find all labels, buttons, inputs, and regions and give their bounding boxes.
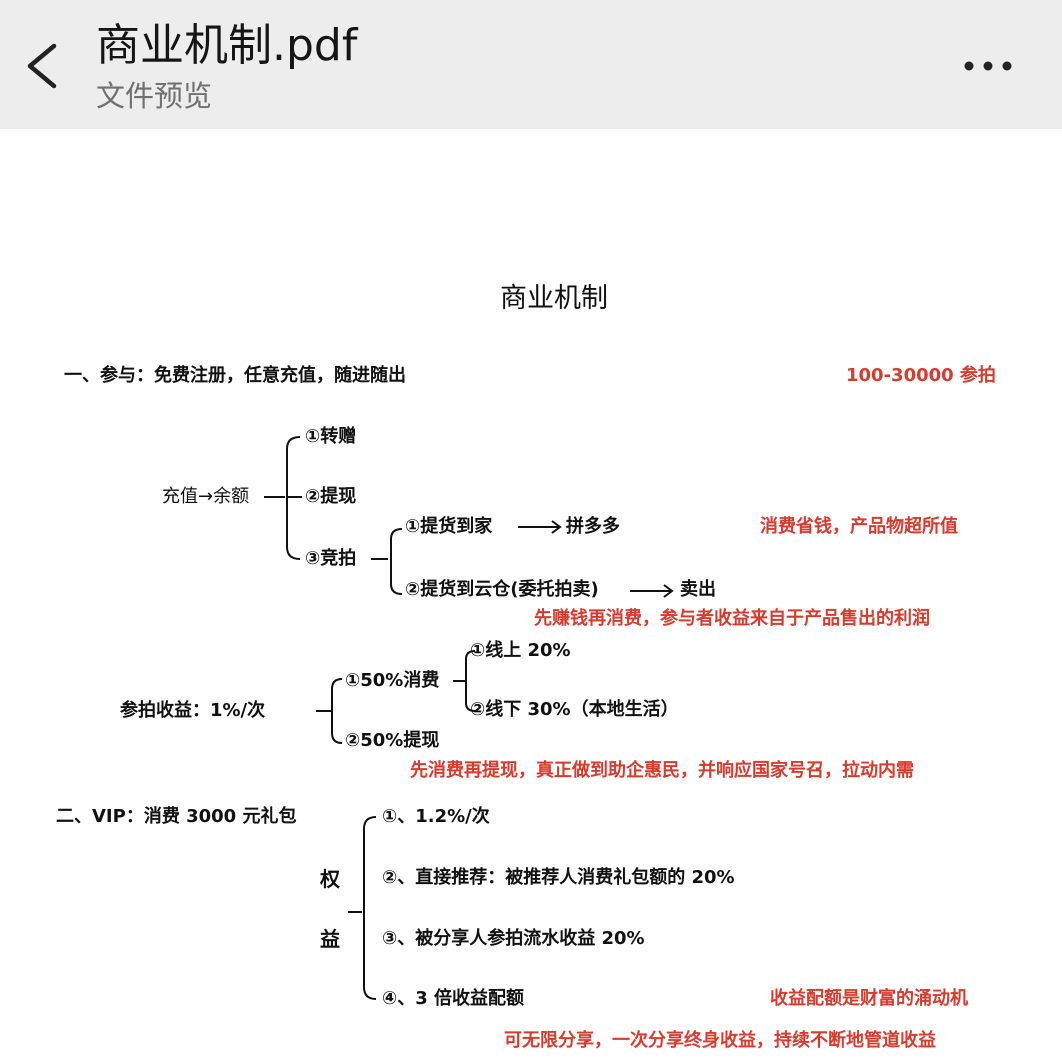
auction-option-home: ①提货到家 (405, 516, 493, 537)
income-withdraw: ②50%提现 (345, 730, 440, 751)
rights-char-1: 权 (320, 867, 340, 891)
income-offline: ②线下 30%（本地生活） (470, 699, 679, 720)
branch-withdraw: ②提现 (305, 486, 357, 507)
auction-option-cloud: ②提货到云仓(委托拍卖) (405, 579, 599, 600)
rights-item-4-note: 收益配额是财富的涌动机 (770, 988, 968, 1009)
auction-option-home-note: 消费省钱，产品物超所值 (760, 516, 958, 537)
income-note: 先消费再提现，真正做到助企惠民，并响应国家号召，拉动内需 (410, 760, 914, 781)
file-subtitle: 文件预览 (96, 79, 213, 113)
rights-item-2: ②、直接推荐：被推荐人消费礼包额的 20% (382, 867, 735, 888)
more-button[interactable] (952, 52, 1024, 80)
income-online: ①线上 20% (470, 640, 571, 661)
auction-result-sell: 卖出 (680, 579, 716, 600)
section1-heading: 一、参与：免费注册，任意充值，随进随出 (64, 365, 406, 386)
chevron-left-icon (27, 43, 57, 89)
app-header: 商业机制.pdf 文件预览 (0, 0, 1062, 129)
footer-note: 可无限分享，一次分享终身收益，持续不断地管道收益 (504, 1030, 936, 1051)
more-horizontal-icon (964, 61, 1012, 71)
income-consume: ①50%消费 (345, 670, 440, 691)
rights-item-3: ③、被分享人参拍流水收益 20% (382, 928, 645, 949)
rights-item-1: ①、1.2%/次 (382, 806, 490, 827)
back-button[interactable] (14, 36, 70, 96)
income-label: 参拍收益：1%/次 (120, 700, 266, 721)
rights-char-2: 益 (320, 927, 340, 951)
file-title: 商业机制.pdf (96, 20, 358, 71)
root-node: 充值→余额 (162, 486, 250, 507)
pdf-page[interactable]: 商业机制 一、参与：免费注册，任意充值，随进随出 100-30000 参拍 充值… (0, 129, 1062, 1059)
auction-result-pdd: 拼多多 (566, 516, 620, 537)
section2-heading: 二、VIP：消费 3000 元礼包 (56, 806, 297, 827)
section1-note: 100-30000 参拍 (846, 365, 996, 386)
mind-map-connectors (264, 436, 674, 1000)
auction-option-cloud-note: 先赚钱再消费，参与者收益来自于产品售出的利润 (534, 608, 930, 629)
branch-transfer: ①转赠 (305, 426, 357, 447)
document-title: 商业机制 (500, 283, 608, 314)
rights-item-4: ④、3 倍收益配额 (382, 988, 525, 1009)
branch-auction: ③竞拍 (305, 548, 357, 569)
